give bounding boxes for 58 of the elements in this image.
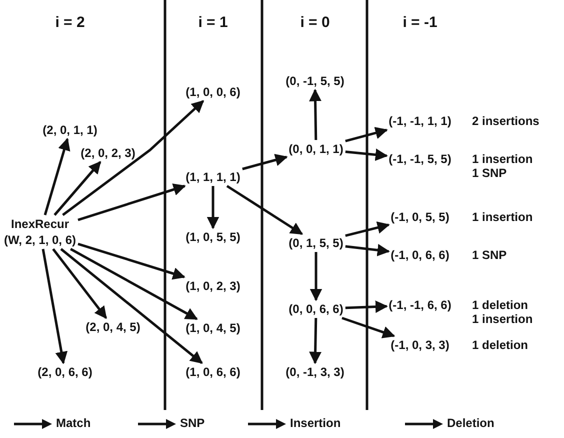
arrow xyxy=(54,161,102,216)
annotation: 2 insertions xyxy=(472,114,540,128)
arrow xyxy=(78,183,186,222)
arrow xyxy=(309,318,322,364)
node-label: (1, 0, 0, 6) xyxy=(186,84,240,100)
annotation: 1 insertion xyxy=(472,210,534,224)
legend-label: Deletion xyxy=(447,416,494,430)
node-label: InexRecur xyxy=(10,216,70,232)
arrow xyxy=(345,244,390,256)
annotation: 1 deletion 1 insertion xyxy=(472,298,534,326)
node-label: (0, -1, 5, 5) xyxy=(286,73,344,89)
node-label: (0, -1, 3, 3) xyxy=(286,364,344,380)
node-label: (-1, 0, 3, 3) xyxy=(390,337,450,353)
arrow xyxy=(62,100,204,216)
annotation: 1 SNP xyxy=(472,248,508,262)
node-label: (2, 0, 6, 6) xyxy=(38,364,92,380)
node-label: (2, 0, 4, 5) xyxy=(86,319,140,335)
node-label: (-1, 0, 5, 5) xyxy=(390,209,450,225)
arrow xyxy=(44,138,70,216)
annotation: 1 deletion xyxy=(472,338,530,352)
node-label: (1, 0, 4, 5) xyxy=(186,320,240,336)
column-header: i = -1 xyxy=(402,14,438,31)
arrow xyxy=(345,126,388,142)
legend-label: Insertion xyxy=(290,416,341,430)
node-label: (2, 0, 1, 1) xyxy=(42,122,98,138)
arrow xyxy=(342,316,396,338)
arrow xyxy=(78,242,186,280)
arrow xyxy=(310,252,322,302)
arrow xyxy=(345,148,388,161)
node-label: (1, 0, 6, 6) xyxy=(186,364,240,380)
annotation: 1 insertion 1 SNP xyxy=(472,152,534,180)
node-label: (0, 0, 6, 6) xyxy=(288,301,344,317)
node-label: (1, 1, 1, 1) xyxy=(186,169,240,185)
arrow xyxy=(52,248,108,319)
node-label: (-1, 0, 6, 6) xyxy=(390,247,450,263)
node-label: (1, 0, 5, 5) xyxy=(186,229,240,245)
arrow xyxy=(226,184,304,236)
node-label: (2, 0, 2, 3) xyxy=(80,145,136,161)
arrow xyxy=(206,186,220,230)
arrow xyxy=(42,248,68,364)
column-header: i = 1 xyxy=(198,14,228,31)
arrow xyxy=(345,300,388,313)
column-header: i = 0 xyxy=(300,14,330,31)
arrow xyxy=(242,154,288,170)
arrow xyxy=(60,248,203,364)
arrow xyxy=(309,88,322,140)
column-header: i = 2 xyxy=(55,14,85,31)
node-label: (-1, -1, 5, 5) xyxy=(388,151,452,167)
arrow xyxy=(70,248,198,320)
legend-label: SNP xyxy=(180,416,205,430)
node-label: (W, 2, 1, 0, 6) xyxy=(4,232,76,248)
node-label: (0, 1, 5, 5) xyxy=(288,235,344,251)
arrow xyxy=(345,221,390,237)
legend-label: Match xyxy=(56,416,91,430)
node-label: (-1, -1, 1, 1) xyxy=(388,113,452,129)
node-label: (1, 0, 2, 3) xyxy=(186,278,240,294)
node-label: (0, 0, 1, 1) xyxy=(288,141,344,157)
node-label: (-1, -1, 6, 6) xyxy=(388,297,452,313)
